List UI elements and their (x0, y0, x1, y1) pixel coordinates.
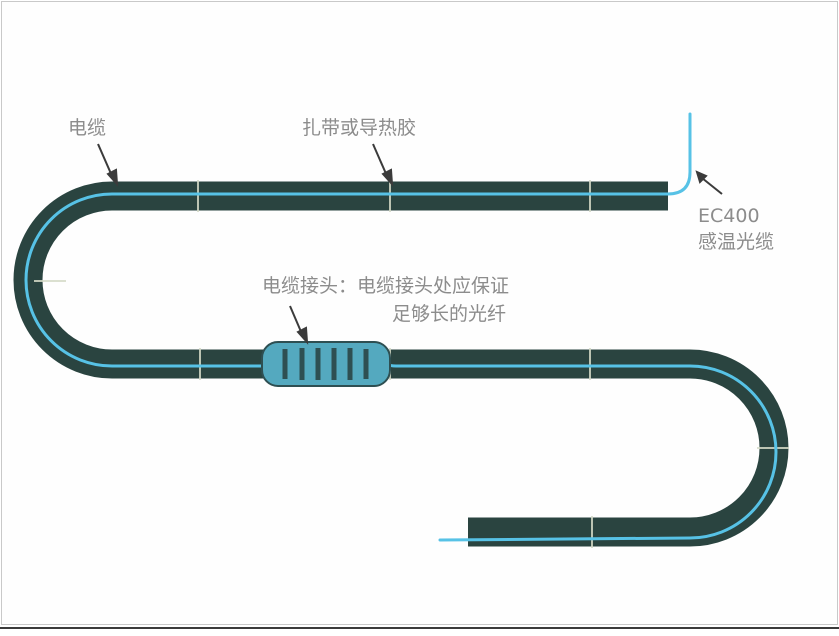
cable-joint-bands (282, 348, 369, 380)
fiber-arrow-head (695, 170, 708, 184)
joint-label-line2: 足够长的光纤 (392, 303, 506, 325)
cable-label: 电缆 (68, 117, 106, 139)
bottom-rule (0, 627, 839, 629)
sensing-fiber-label-name: 感温光缆 (698, 231, 774, 253)
cable-joint-body (261, 341, 391, 387)
tie-or-tape-label: 扎带或导热胶 (302, 117, 416, 139)
joint-arrow (289, 305, 303, 335)
joint-arrow-head (296, 326, 309, 345)
cable-arrow-head (106, 168, 119, 187)
sensing-fiber-label-model: EC400 (698, 205, 760, 227)
tie-arrow (372, 143, 388, 177)
cable-joint (261, 341, 391, 387)
power-cable (13, 181, 789, 547)
fiber-arrow (701, 177, 723, 195)
temperature-sensing-fiber (24, 112, 778, 542)
cable-arrow (97, 143, 113, 177)
callout-arrows (97, 143, 723, 345)
joint-label-line1: 电缆接头：电缆接头处应保证 (262, 275, 509, 297)
tie-arrow-head (381, 168, 394, 187)
